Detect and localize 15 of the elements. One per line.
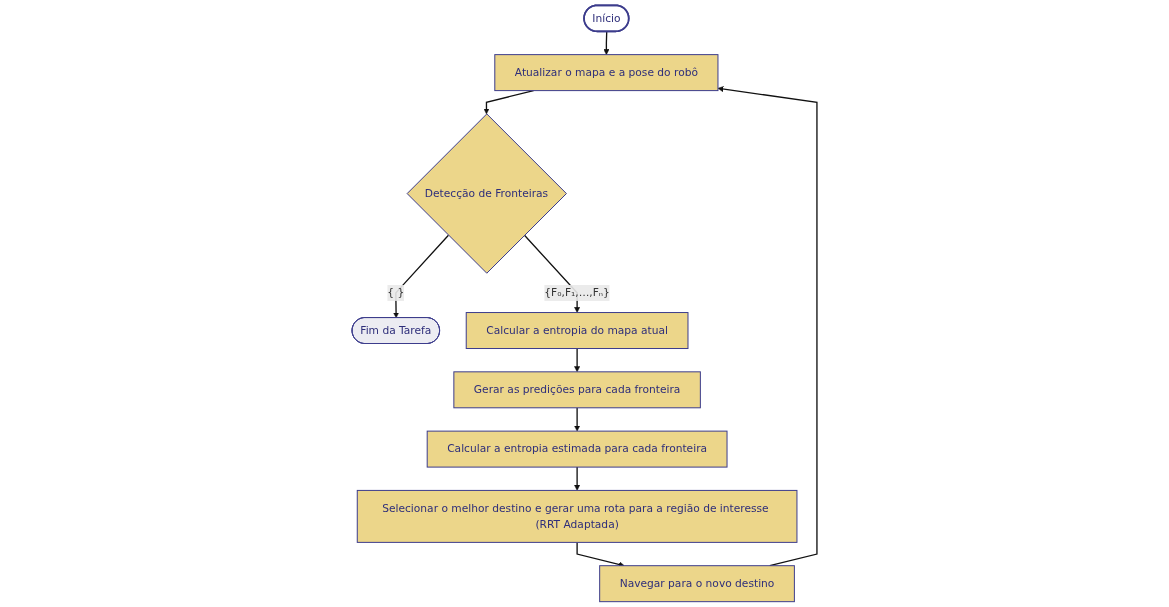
node-box: Calcular a entropia do mapa atual [465,312,689,349]
edge-label: {F₀,F₁,…,Fₙ} [544,286,610,299]
arrow [574,407,581,432]
node-box: Navegar para o novo destino [599,565,795,603]
arrow [603,30,610,55]
arrow [393,234,450,319]
node-diamond: Detecção de Fronteiras [406,113,567,274]
arrow [717,86,818,567]
node-box: Gerar as predições para cada fronteira [453,371,701,409]
arrow [574,347,581,373]
arrow [574,466,581,491]
node-box: Atualizar o mapa e a pose do robô [494,54,719,92]
edge-label: { } [387,286,405,299]
node-box: Selecionar o melhor destino e gerar uma rota para a região de interesse (RRT Adaptada) [356,489,798,543]
node-box: Calcular a entropia estimada para cada fronteira [426,430,728,468]
